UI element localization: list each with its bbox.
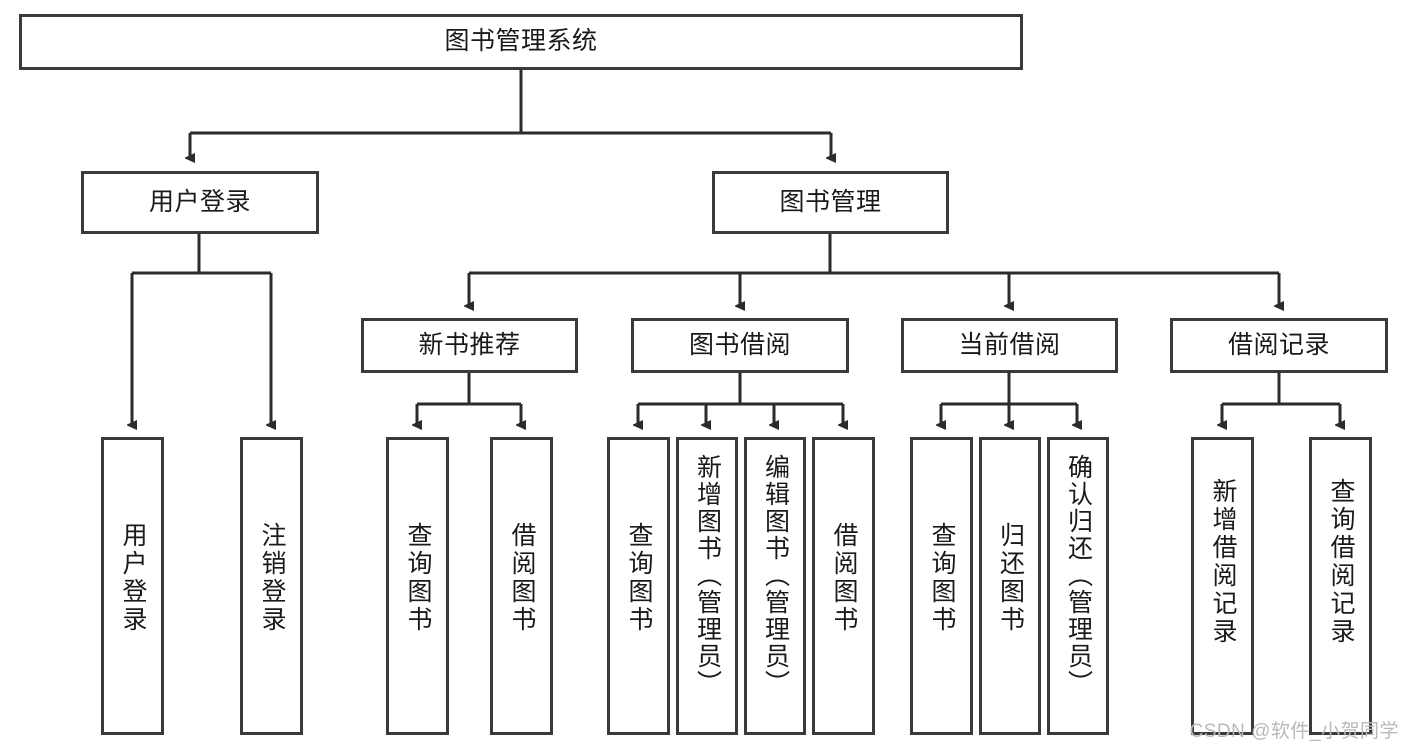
node-label: 查询图书	[928, 522, 956, 634]
leaf-query-book-recommend[interactable]: 查询图书	[386, 437, 449, 735]
leaf-edit-book-admin[interactable]: 编辑图书（管理员）	[744, 437, 806, 735]
leaf-query-book-current[interactable]: 查询图书	[910, 437, 973, 735]
node-book-manage[interactable]: 图书管理	[712, 171, 949, 234]
node-label: 注销登录	[258, 522, 286, 634]
leaf-query-borrow-record[interactable]: 查询借阅记录	[1309, 437, 1372, 735]
node-label: 新增图书（管理员）	[693, 454, 722, 697]
node-label: 当前借阅	[958, 330, 1061, 359]
leaf-borrow-book-borrow[interactable]: 借阅图书	[812, 437, 875, 735]
node-book-borrow[interactable]: 图书借阅	[631, 318, 849, 373]
node-borrow-record[interactable]: 借阅记录	[1170, 318, 1388, 373]
node-label: 图书管理	[779, 187, 882, 216]
leaf-add-borrow-record[interactable]: 新增借阅记录	[1191, 437, 1254, 735]
node-label: 新增借阅记录	[1209, 478, 1237, 646]
node-label: 用户登录	[119, 522, 147, 634]
leaf-user-logout[interactable]: 注销登录	[240, 437, 303, 735]
node-label: 查询借阅记录	[1327, 478, 1355, 646]
node-root-system[interactable]: 图书管理系统	[19, 14, 1023, 70]
node-label: 图书借阅	[688, 330, 791, 359]
node-label: 借阅图书	[508, 522, 536, 634]
node-label: 图书管理系统	[444, 27, 598, 56]
leaf-query-book-borrow[interactable]: 查询图书	[607, 437, 670, 735]
node-label: 借阅图书	[830, 522, 858, 634]
leaf-borrow-book-recommend[interactable]: 借阅图书	[490, 437, 553, 735]
node-label: 归还图书	[996, 522, 1025, 634]
node-label: 新书推荐	[418, 330, 521, 359]
node-user-login[interactable]: 用户登录	[81, 171, 319, 234]
node-label: 借阅记录	[1227, 330, 1330, 359]
node-new-book-recommend[interactable]: 新书推荐	[361, 318, 578, 373]
node-label: 查询图书	[625, 522, 653, 634]
node-label: 查询图书	[404, 522, 432, 634]
leaf-confirm-return-admin[interactable]: 确认归还（管理员）	[1047, 437, 1109, 735]
node-current-borrow[interactable]: 当前借阅	[901, 318, 1118, 373]
leaf-add-book-admin[interactable]: 新增图书（管理员）	[676, 437, 738, 735]
node-label: 编辑图书（管理员）	[761, 454, 790, 697]
node-label: 用户登录	[148, 187, 251, 216]
node-label: 确认归还（管理员）	[1064, 454, 1093, 697]
leaf-user-login[interactable]: 用户登录	[101, 437, 164, 735]
leaf-return-book[interactable]: 归还图书	[979, 437, 1041, 735]
watermark-text: CSDN @软件_小贺同学	[1189, 721, 1399, 742]
